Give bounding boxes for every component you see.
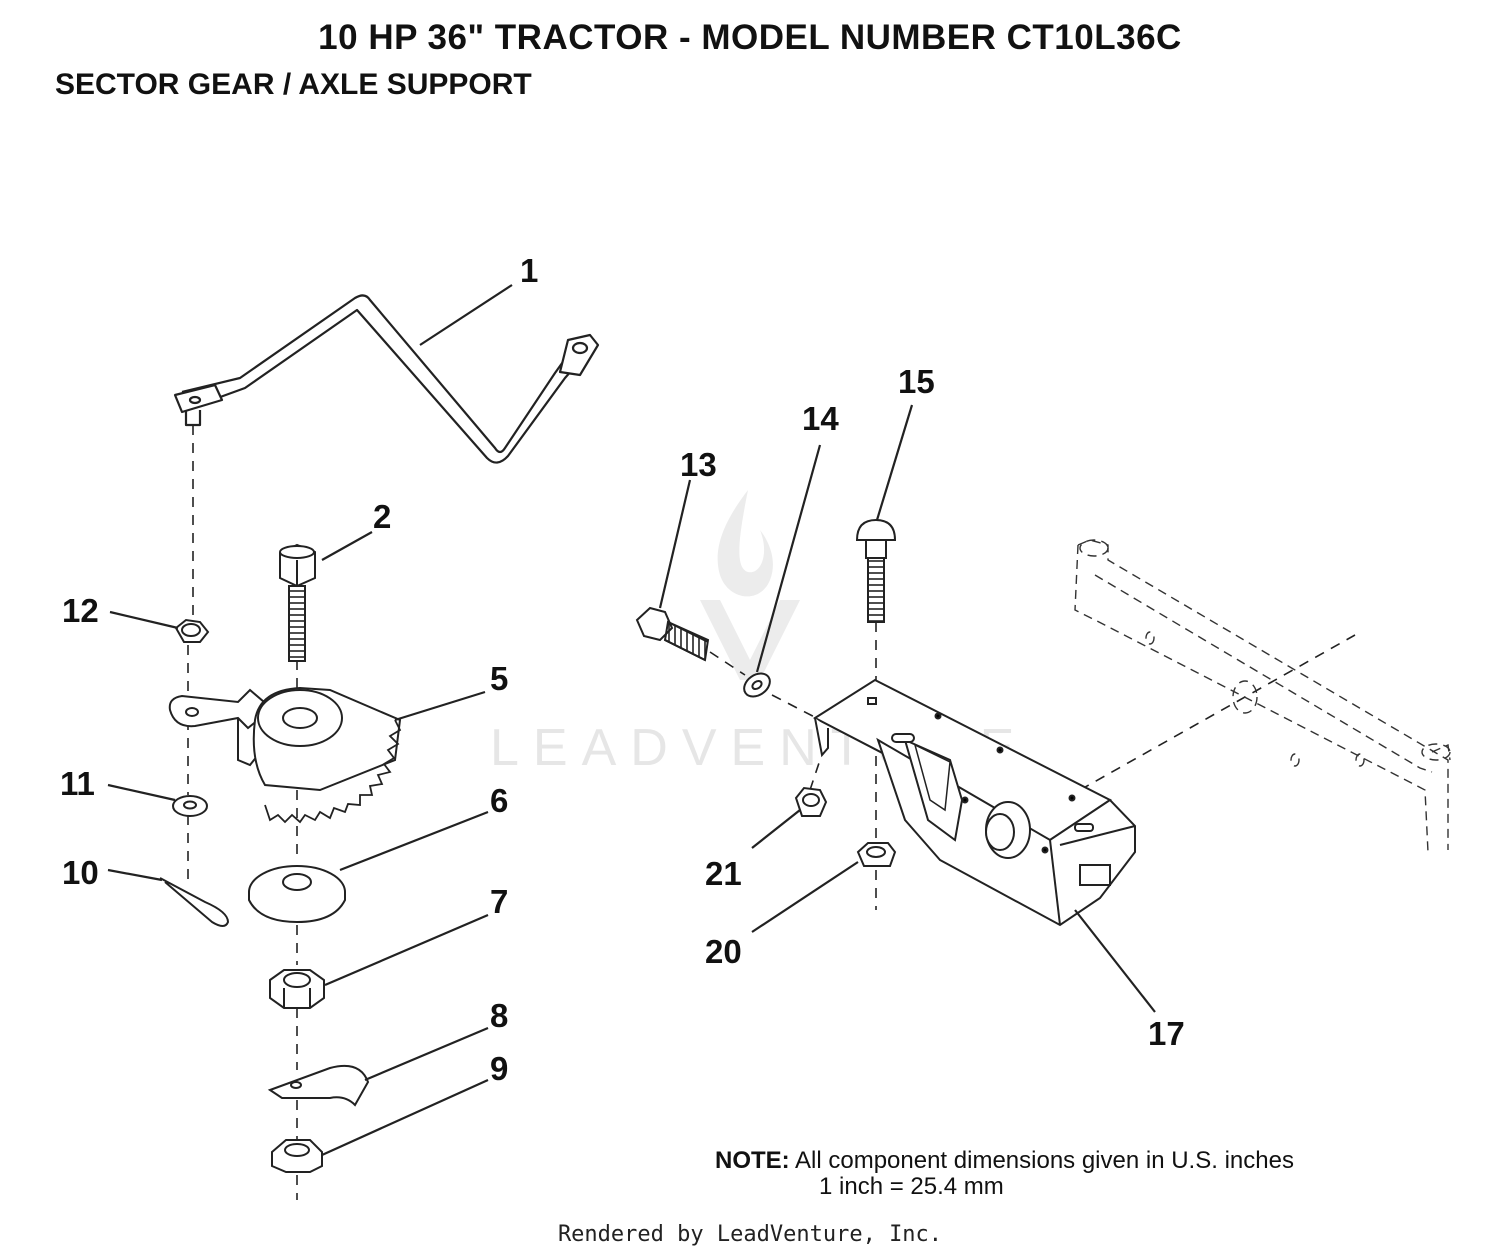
callout-21: 21: [705, 855, 742, 892]
callout-5: 5: [490, 660, 508, 697]
note-line-1: All component dimensions given in U.S. i…: [795, 1147, 1294, 1174]
note-line-2: 1 inch = 25.4 mm: [819, 1173, 1004, 1200]
callout-leader-lines: [107, 284, 1156, 1157]
callout-8: 8: [490, 997, 508, 1034]
part-1-drag-link: [173, 294, 600, 464]
part-10-cotter-pin: [159, 877, 230, 927]
part-13-bolt: [635, 606, 710, 662]
part-12-nut: [174, 618, 210, 643]
note-label: NOTE:: [715, 1147, 790, 1174]
part-2-hex-bolt: [279, 543, 316, 662]
part-11-washer: [172, 795, 208, 817]
callout-10: 10: [62, 854, 99, 891]
callout-20: 20: [705, 933, 742, 970]
part-7-hex-nut: [269, 969, 325, 1009]
part-14-washer: [743, 672, 771, 698]
part-9-nut: [271, 1139, 323, 1173]
callout-11: 11: [60, 765, 95, 802]
callout-12: 12: [62, 592, 99, 629]
assembly-guide-lines: [187, 425, 1356, 1200]
callout-17: 17: [1148, 1015, 1185, 1052]
callout-9: 9: [490, 1050, 508, 1087]
part-8-clip: [267, 1064, 370, 1107]
page-title: 10 HP 36" TRACTOR - MODEL NUMBER CT10L36…: [318, 18, 1182, 57]
section-subtitle: SECTOR GEAR / AXLE SUPPORT: [55, 68, 532, 101]
callout-labels: 1 2 5 6 7 8 9 10 11 12 13 14 15 17 20 21: [60, 252, 1185, 1087]
callout-1: 1: [520, 252, 538, 289]
footer-credit: Rendered by LeadVenture, Inc.: [557, 1222, 943, 1247]
part-20-nut: [856, 842, 897, 867]
callout-14: 14: [802, 400, 839, 437]
part-5-sector-gear: [168, 686, 402, 824]
dimension-note: NOTE: All component dimensions given in …: [715, 1148, 1294, 1200]
part-17-axle-support: [812, 678, 1136, 927]
part-21-nut: [794, 786, 828, 817]
callout-7: 7: [490, 883, 508, 920]
part-6-large-washer: [248, 865, 346, 924]
part-15-carriage-bolt: [855, 518, 897, 623]
callout-2: 2: [373, 498, 391, 535]
callout-15: 15: [898, 363, 935, 400]
callout-6: 6: [490, 782, 508, 819]
phantom-front-axle: [1074, 539, 1451, 853]
callout-13: 13: [680, 446, 717, 483]
